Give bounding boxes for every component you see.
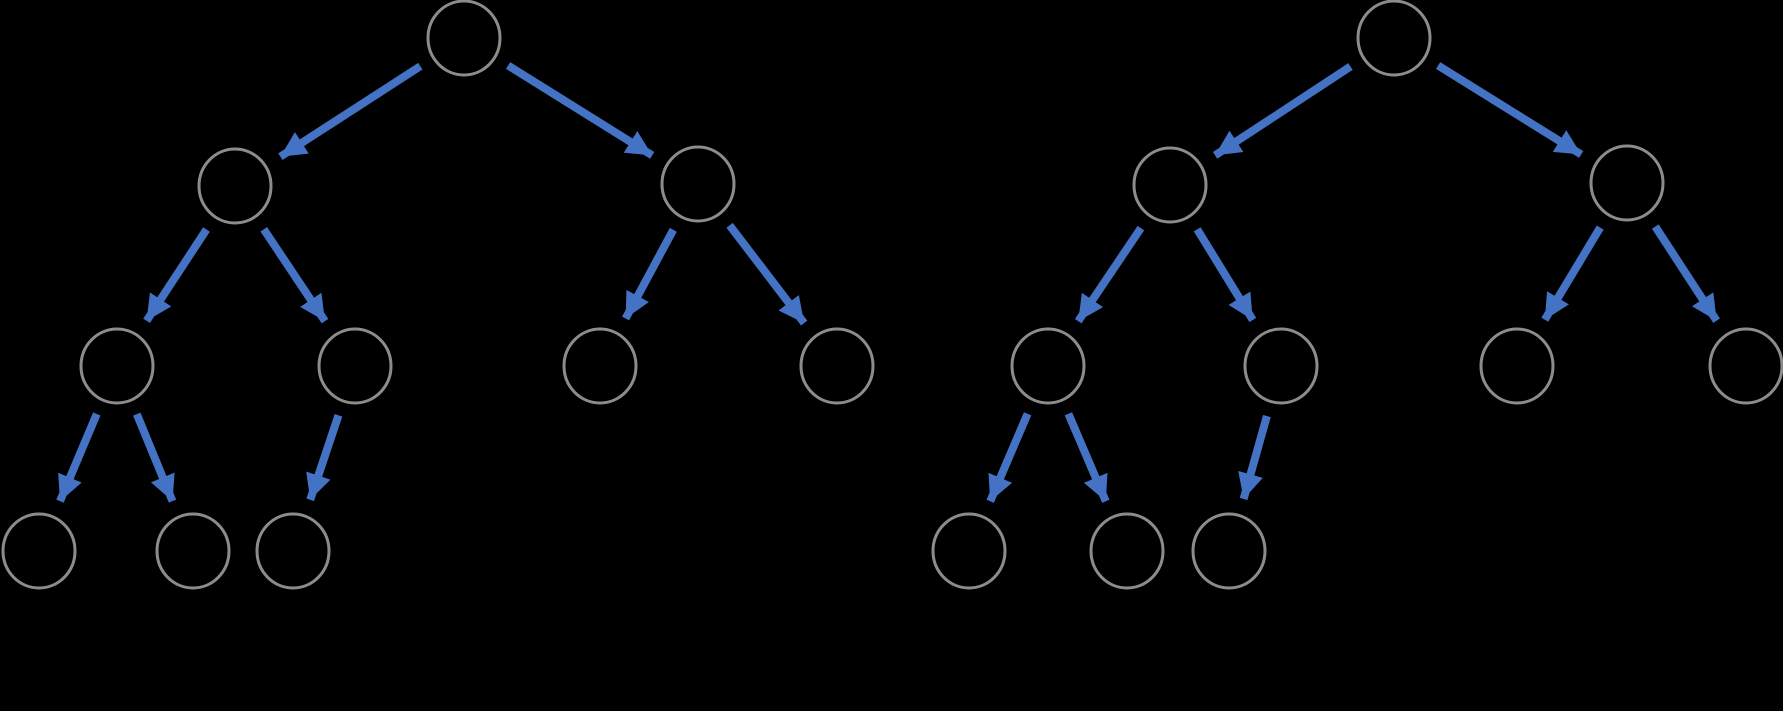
tree-node-RL	[1479, 327, 1555, 405]
tree-node-LRL	[1191, 512, 1267, 590]
tree-node-root	[1356, 0, 1432, 77]
tree-edge-arrow-root-L	[1212, 63, 1353, 159]
tree-edge-arrow-root-R	[1435, 62, 1584, 158]
tree-edge-arrow-L-LR	[260, 227, 329, 324]
tree-node-RR	[1708, 327, 1783, 405]
tree-edge-arrow-L-LL	[1074, 225, 1145, 324]
tree-edge-arrow-R-RR	[726, 222, 808, 326]
tree-edge-arrow-LR-LRL	[1238, 415, 1271, 501]
tree-node-RL	[562, 327, 638, 405]
tree-node-L	[1132, 146, 1208, 224]
tree-node-LLR	[1089, 512, 1165, 590]
tree-node-LLL	[931, 512, 1007, 590]
tree-edge-arrow-root-R	[505, 62, 655, 159]
tree-node-LLL	[1, 512, 77, 590]
tree-node-RR	[799, 327, 875, 405]
tree-node-LRL	[255, 512, 331, 590]
tree-left	[1, 0, 875, 590]
tree-edge-arrow-R-RL	[622, 227, 677, 321]
tree-node-LLR	[155, 512, 231, 590]
tree-edge-arrow-root-L	[278, 62, 423, 161]
tree-edge-arrow-L-LL	[143, 227, 210, 323]
tree-right	[931, 0, 1783, 590]
tree-edge-arrow-R-RR	[1651, 224, 1720, 323]
tree-node-LR	[1243, 327, 1319, 405]
tree-edge-arrow-LR-LRL	[306, 414, 343, 502]
tree-node-LL	[1010, 327, 1086, 405]
tree-edge-arrow-L-LR	[1193, 227, 1257, 323]
tree-edge-arrow-LL-LLR	[133, 412, 177, 503]
tree-edge-arrow-LL-LLL	[986, 412, 1032, 503]
tree-edge-arrow-R-RL	[1541, 225, 1604, 322]
tree-node-root	[426, 0, 502, 77]
tree-node-LR	[317, 327, 393, 405]
tree-edge-arrow-LL-LLR	[1064, 412, 1110, 503]
tree-edge-arrow-LL-LLL	[56, 412, 101, 503]
tree-node-R	[660, 145, 736, 223]
tree-node-L	[197, 147, 273, 225]
tree-node-LL	[79, 327, 155, 405]
tree-node-R	[1589, 144, 1665, 222]
